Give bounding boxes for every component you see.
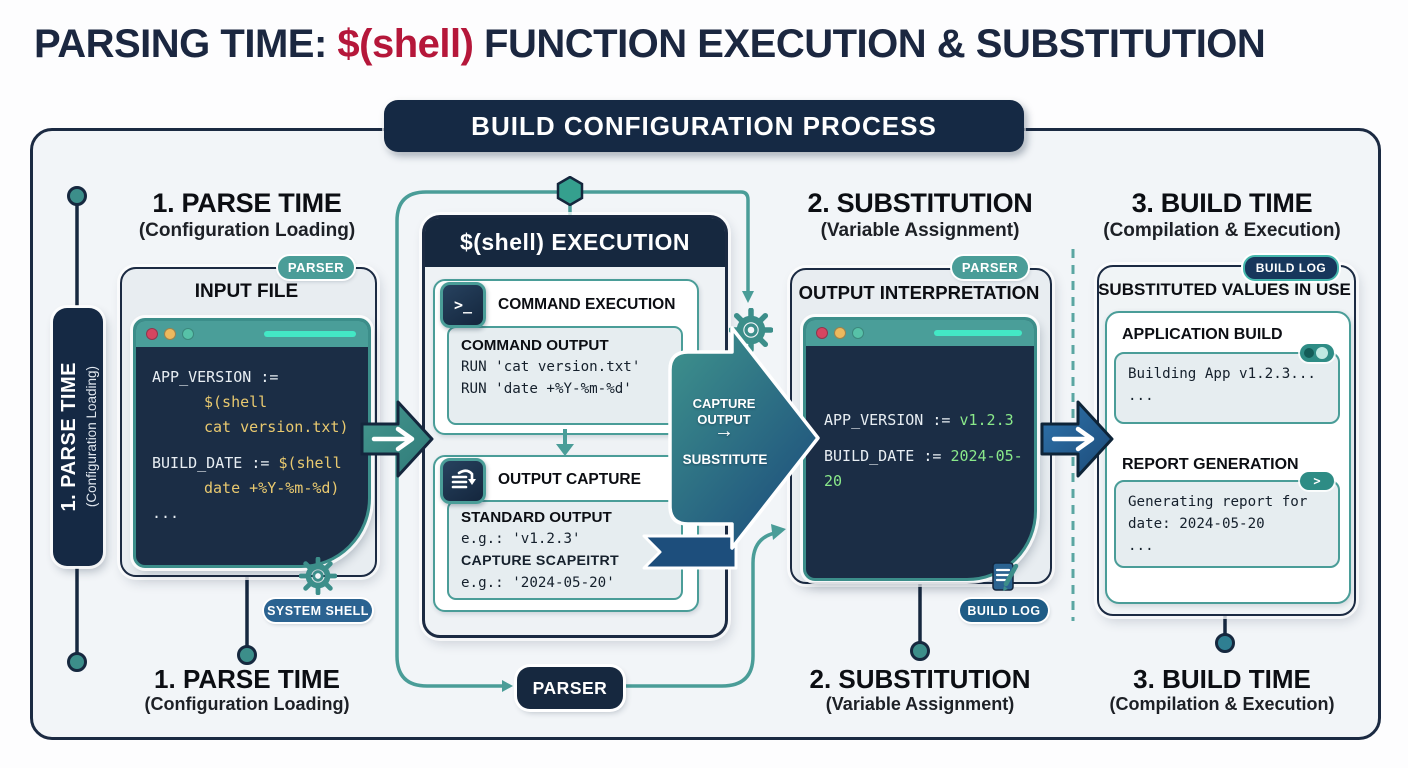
build-line: Building App v1.2.3... [1128,366,1316,382]
code-line: APP_VERSION := [152,368,279,386]
col3-subheading: (Variable Assignment) [820,220,1020,241]
parse-time-rail: 1. PARSE TIME (Configuration Loading) [53,308,103,566]
code-value: v1.2.3 [959,411,1014,429]
build-line: ... [1128,388,1154,404]
report-generation-title: REPORT GENERATION [1122,456,1299,473]
system-shell-badge: SYSTEM SHELL [264,599,372,622]
flow-arrow-substitution-to-build-icon [1040,400,1114,478]
example-line: e.g.: '2024-05-20' [461,575,615,591]
col3-footer-heading: 2. SUBSTITUTION [809,664,1031,694]
window-dot-yellow-icon [164,328,176,340]
interpretation-terminal: APP_VERSION := v1.2.3 BUILD_DATE := 2024… [803,317,1037,581]
col1-subheading: (Configuration Loading) [138,220,356,241]
input-file-terminal: APP_VERSION := $(shell cat version.txt) … [133,318,371,568]
capture-label: CAPTURE SCAPEITRT [461,553,620,569]
substituted-code: APP_VERSION := v1.2.3 BUILD_DATE := 2024… [824,408,1030,494]
capture-output-label: CAPTURE OUTPUT [668,396,780,428]
input-file-title: INPUT FILE [194,281,299,302]
report-line: ... [1128,538,1154,554]
titlebar-accent-line [934,330,1022,336]
titlebar-accent-line [264,331,356,337]
window-dot-yellow-icon [834,327,846,339]
col1-heading: 1. PARSE TIME [152,188,342,218]
build-log-badge-col3: BUILD LOG [960,599,1048,622]
code-var: APP_VERSION := [824,411,960,429]
build-log-note-icon [992,562,1019,591]
toggle-icon [1300,344,1334,362]
col4-footer-subheading: (Compilation & Execution) [1109,694,1335,714]
build-log-badge-col4: BUILD LOG [1243,255,1339,281]
code-blank-line [824,433,1030,444]
capture-label-line2: OUTPUT [697,412,751,427]
report-line: Generating report for [1128,494,1308,510]
command-execution-title: COMMAND EXECUTION [498,296,676,313]
run-line: RUN 'cat version.txt' [461,359,641,375]
rail-title: 1. PARSE TIME [57,362,80,512]
standard-output-box: STANDARD OUTPUT e.g.: 'v1.2.3' CAPTURE S… [447,500,683,600]
chevron-pill-icon: > [1300,472,1334,490]
window-dot-teal-icon [852,327,864,339]
parser-badge-col1: PARSER [278,256,354,279]
page-title-highlight: $(shell) [337,22,474,66]
report-generation-box: Generating report for date: 2024-05-20 .… [1114,480,1340,568]
report-line: date: 2024-05-20 [1128,516,1265,532]
code-line: ... [152,504,180,522]
application-build-title: APPLICATION BUILD [1122,326,1283,343]
flow-arrow-parse-to-shell-icon [360,400,434,478]
substituted-values-title: SUBSTITUTED VALUES IN USE [1098,280,1351,299]
window-dot-red-icon [816,327,828,339]
code-var: BUILD_DATE := [152,454,279,472]
capture-substitute-ribbon-icon [642,326,820,570]
capture-label-line1: CAPTURE [692,396,756,411]
page-title-suffix: FUNCTION EXECUTION & SUBSTITUTION [473,22,1266,66]
application-build-box: Building App v1.2.3... ... [1114,352,1340,424]
substitute-label: SUBSTITUTE [682,452,768,467]
code-line: BUILD_DATE := 2024-05-20 [824,444,1030,494]
window-dot-teal-icon [182,328,194,340]
code-line: BUILD_DATE := $(shell [152,451,362,476]
output-interpretation-title: OUTPUT INTERPRETATION [798,282,1040,303]
parser-badge-bottom: PARSER [517,667,623,709]
command-output-title: COMMAND OUTPUT [461,337,609,354]
code-value: 2024-05-20 [824,447,1023,490]
run-line: RUN 'date +%Y-%m-%d' [461,381,632,397]
makefile-code: APP_VERSION := $(shell cat version.txt) … [152,365,362,526]
col3-footer-subheading: (Variable Assignment) [825,694,1015,714]
code-blank-line [152,440,362,451]
code-line: $(shell [204,393,268,411]
output-capture-title: OUTPUT CAPTURE [498,471,641,488]
window-dot-red-icon [146,328,158,340]
terminal-icon: >_ [440,282,486,328]
code-line: cat version.txt) [204,418,349,436]
document-capture-icon [440,458,486,504]
shell-execution-header: $(shell) EXECUTION [425,218,725,267]
col1-footer-heading: 1. PARSE TIME [154,664,340,694]
col4-heading: 3. BUILD TIME [1131,188,1313,218]
code-line: APP_VERSION := v1.2.3 [824,408,1030,433]
standard-output-title: STANDARD OUTPUT [461,509,612,526]
code-shell: $(shell [278,454,342,472]
col4-subheading: (Compilation & Execution) [1103,220,1341,241]
code-var: BUILD_DATE := [824,447,951,465]
gear-icon [299,557,337,595]
col1-footer-subheading: (Configuration Loading) [144,694,350,714]
terminal-icon-glyph: >_ [453,296,473,314]
rail-subtitle: (Configuration Loading) [83,366,99,508]
banner-title: BUILD CONFIGURATION PROCESS [384,100,1024,152]
down-arrow-icon [556,429,574,456]
ribbon-arrow-glyph-icon: → [714,420,734,442]
parser-badge-col3: PARSER [952,256,1028,279]
code-line: date +%Y-%m-%d) [204,479,340,497]
col3-heading: 2. SUBSTITUTION [807,188,1033,218]
page-title-prefix: PARSING TIME: [34,22,338,66]
page-title: PARSING TIME: $(shell) FUNCTION EXECUTIO… [34,22,1394,67]
hexagon-node-icon [556,176,584,206]
command-output-box: COMMAND OUTPUT RUN 'cat version.txt' RUN… [447,326,683,425]
col4-footer-heading: 3. BUILD TIME [1133,664,1311,694]
example-line: e.g.: 'v1.2.3' [461,531,581,547]
